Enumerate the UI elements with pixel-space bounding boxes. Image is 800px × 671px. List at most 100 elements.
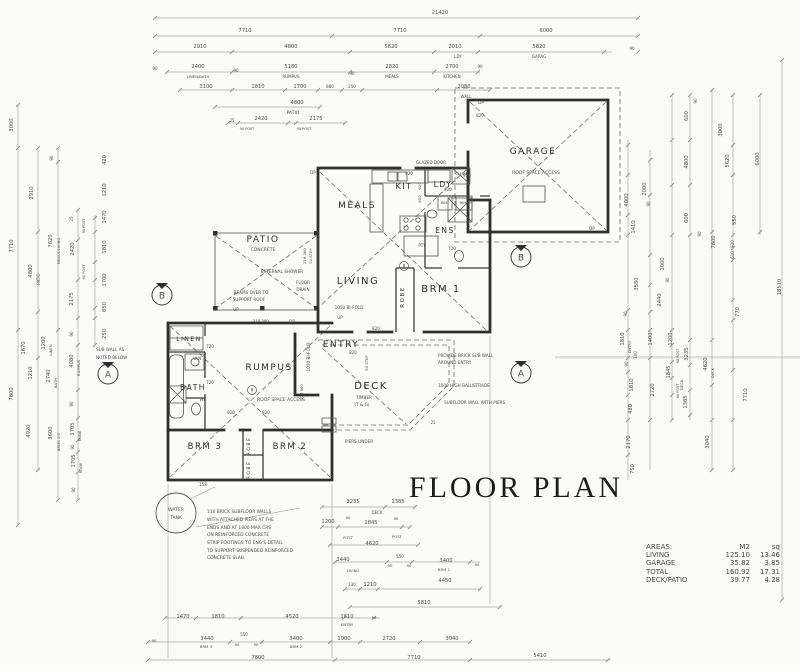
- section-marker-a-right: A: [510, 361, 532, 384]
- dim-label: BRM 3: [200, 644, 213, 649]
- dim-label: 25: [229, 118, 235, 123]
- dim-label: ENTRY: [341, 622, 354, 627]
- dim-label: 90: [477, 64, 483, 69]
- dim-label: BATH: [53, 378, 58, 388]
- dim-label: LINEN/BATH: [187, 74, 210, 79]
- section-arrow-icon: [156, 283, 168, 289]
- dim-label: 720: [448, 246, 456, 251]
- dim-label: DP: [589, 226, 595, 231]
- ensuite-shower: [447, 197, 473, 223]
- note-label: SUBFLOOR WALL WITH PIERS: [444, 400, 506, 405]
- note-label: SUPPORT ROOF: [233, 297, 266, 302]
- dim-label: 1810: [629, 378, 635, 391]
- pantry: [403, 235, 439, 257]
- roof-dashed-lines: [169, 87, 621, 478]
- dim-label: 90 POST: [676, 348, 680, 364]
- dim-label: 2440: [657, 293, 663, 306]
- dim-label: 4800: [290, 100, 303, 106]
- note-label: GLAZED DOOR: [416, 160, 446, 165]
- ensuite-basin: [426, 209, 438, 219]
- dim-label: 218 560: [302, 248, 307, 264]
- dim-label: 90 POST: [82, 218, 86, 234]
- room-label: ROBE: [246, 461, 252, 480]
- dim-label: 2910: [29, 186, 35, 199]
- dim-label: 3235: [684, 347, 690, 360]
- note-label: CONCRETE: [251, 247, 276, 253]
- room-label: RUMPUS: [245, 363, 292, 373]
- dim-label: 90: [665, 277, 670, 283]
- dim-label: 920: [463, 173, 471, 178]
- dim-label: 4920: [26, 424, 32, 437]
- dim-label: 820: [444, 187, 452, 192]
- dim-label: ROBE: [77, 430, 82, 441]
- dim-label: 90: [623, 311, 628, 317]
- note-label: AROUND ENTRY: [438, 360, 472, 365]
- dim-label: 7710: [407, 655, 420, 661]
- room-label: GARAGE: [510, 147, 557, 157]
- note-label: TO SUPPORT SUSPENDED REINFORCED: [206, 548, 294, 554]
- areas-row-deck-patio: DECK/PATIO 39.77 4.28: [646, 576, 786, 584]
- dim-label: DECK: [710, 367, 715, 378]
- section-letter: A: [518, 370, 525, 380]
- dim-label: 3600: [48, 426, 54, 439]
- dim-label: 21420: [432, 10, 449, 16]
- note-label: EXTERNAL SHOWER: [261, 269, 303, 274]
- dim-label: 218 560: [299, 384, 304, 400]
- dim-label: 4000: [624, 193, 630, 206]
- note-label: CLEAN: [455, 172, 467, 176]
- dim-label: MEALS/LIVING: [56, 238, 61, 265]
- section-letter: B: [518, 254, 524, 264]
- note-label: 1000 HIGH BALUSTRADE: [438, 383, 490, 388]
- drawing-title: FLOOR PLAN: [409, 471, 623, 504]
- dim-label: 4520: [285, 614, 298, 620]
- note-label: SUB WALL AS: [96, 347, 125, 352]
- area-m2: 125.10: [725, 551, 751, 560]
- dim-label: 1210: [28, 366, 34, 379]
- dim-label: 5180: [284, 64, 297, 70]
- dim-label: 7800: [9, 387, 15, 400]
- dim-label: BRMS 2/3: [56, 432, 61, 451]
- walls: [166, 98, 610, 482]
- dim-label: 1000: [660, 257, 666, 270]
- dim-label: 4800: [28, 264, 34, 277]
- washing-machine: [437, 195, 453, 211]
- area-name: LIVING: [646, 551, 670, 560]
- note-label: UP: [233, 307, 239, 312]
- note-label: FLOOR: [296, 280, 310, 285]
- section-arrow-icon: [102, 362, 114, 368]
- dim-label: 90: [346, 515, 351, 520]
- dim-label: BRM 2: [290, 644, 303, 649]
- dim-label: 5810: [417, 600, 430, 606]
- dim-label: 130: [348, 582, 356, 587]
- dim-label: DP: [310, 170, 316, 175]
- area-name: TOTAL: [646, 567, 669, 576]
- dim-label: 5620: [725, 154, 731, 167]
- dim-label: RUMPUS: [76, 359, 81, 376]
- dim-label: 90: [69, 331, 74, 337]
- room-label: BRM 1: [421, 284, 460, 295]
- dim-label: 2420: [254, 116, 267, 122]
- dim-label: 1810: [620, 332, 626, 345]
- dim-label: 1705: [71, 454, 77, 467]
- areas-row-garage: GARAGE 35.82 3.85: [646, 559, 786, 567]
- dim-label: 1210: [363, 582, 376, 588]
- section-arrow-icon: [515, 361, 527, 367]
- area-sq: 13.46: [759, 551, 780, 560]
- note-label: WC: [200, 397, 207, 402]
- dim-label: 90: [69, 401, 74, 407]
- room-label: DECK: [354, 381, 388, 392]
- roof-hatch: [522, 185, 546, 203]
- dim-label: 1700: [293, 84, 306, 90]
- area-name: GARAGE: [646, 559, 676, 568]
- dim-label: 90: [71, 487, 76, 493]
- dim-label: 1670: [21, 341, 27, 354]
- dim-label: 420: [102, 155, 108, 165]
- water-tank-label: WATER: [168, 507, 184, 513]
- dim-label: 90: [152, 66, 158, 71]
- dim-label: DP: [478, 100, 484, 105]
- dim-label: 720: [206, 344, 214, 349]
- area-m2: 35.82: [729, 559, 750, 568]
- dim-label: DECK: [679, 379, 684, 390]
- room-label: LINEN: [176, 336, 201, 343]
